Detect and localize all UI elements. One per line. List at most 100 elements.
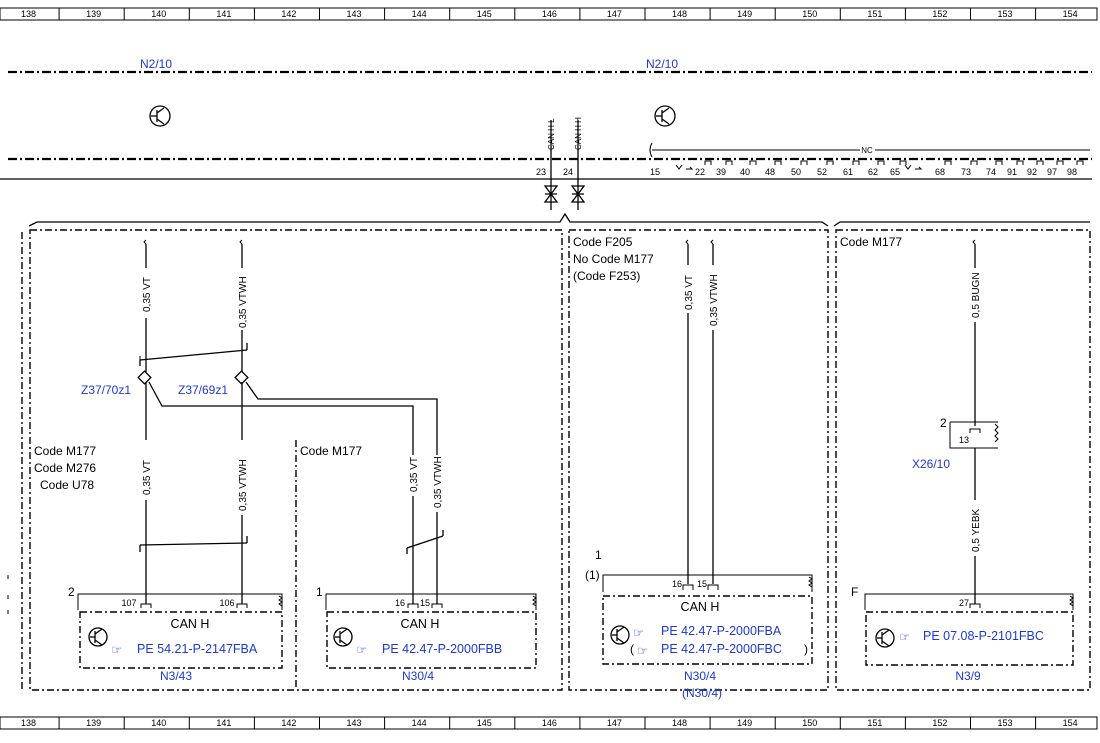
splice-icon — [137, 370, 152, 385]
ruler-label: 154 — [1063, 9, 1078, 19]
connector-number: 1 — [316, 585, 323, 599]
pin-23: 23 — [536, 167, 546, 177]
ruler-label: 138 — [21, 9, 36, 19]
connector-number: 2 — [68, 585, 75, 599]
ruler-label: 142 — [281, 718, 296, 728]
wire-label: 0,35 VT — [684, 275, 695, 310]
section-3-box — [568, 229, 829, 691]
ref-link-pe-07-08[interactable]: PE 07.08-P-2101FBC — [923, 629, 1044, 643]
ruler-label: 141 — [216, 9, 231, 19]
paren-close: ) — [804, 642, 808, 656]
nc-pin-number: 92 — [1027, 167, 1037, 177]
code-text: Code M177 — [34, 444, 96, 458]
nc-pin-number: 65 — [890, 167, 900, 177]
connector-number: 2 — [940, 416, 947, 430]
pin-27: 27 — [959, 598, 969, 608]
code-text: Code F205 — [573, 235, 633, 249]
section-4-box — [835, 229, 1091, 691]
wire-label: 0,35 VT — [409, 457, 420, 492]
nc-pin-number: 73 — [961, 167, 971, 177]
connector-label-x26-10: X26/10 — [912, 457, 950, 471]
wire-label: 0,5 BUGN — [971, 272, 982, 318]
nc-pin-number: 50 — [791, 167, 801, 177]
code-text: No Code M177 — [573, 252, 654, 266]
ruler-label: 152 — [932, 9, 947, 19]
nc-pin-number: 91 — [1007, 167, 1017, 177]
nc-pin-number: 68 — [935, 167, 945, 177]
connector-number: 1 — [595, 548, 602, 562]
can-label: CAN H — [171, 617, 210, 631]
ruler-label: 151 — [867, 9, 882, 19]
ruler-label: 153 — [998, 9, 1013, 19]
ruler-label: 147 — [607, 718, 622, 728]
ruler-label: 148 — [672, 718, 687, 728]
component-label-n3-43: N3/43 — [160, 669, 192, 683]
ruler-label: 153 — [998, 718, 1013, 728]
nc-label: NC — [861, 146, 873, 155]
ruler-label: 143 — [347, 9, 362, 19]
nc-pin-number: 62 — [868, 167, 878, 177]
ruler-label: 146 — [542, 718, 557, 728]
component-box-n30-4 — [602, 595, 813, 665]
section-3: Code F205 No Code M177 (Code F253) 0,35 … — [573, 235, 813, 700]
splice-label-z37-70z1: Z37/70z1 — [81, 383, 131, 397]
can-label: CAN H — [401, 617, 440, 631]
ref-link-pe-42-47-fba[interactable]: PE 42.47-P-2000FBA — [661, 624, 782, 638]
ruler-label: 143 — [347, 718, 362, 728]
ruler-label: 141 — [216, 718, 231, 728]
wire-label: 0,35 VT — [142, 277, 153, 312]
pin-15: 15 — [697, 579, 707, 589]
paren-open: ( — [630, 642, 634, 656]
ruler-label: 151 — [867, 718, 882, 728]
component-label-n30-4: N30/4 — [402, 669, 434, 683]
component-box-n3-43 — [79, 611, 283, 669]
ruler-label: 138 — [21, 718, 36, 728]
module-label-n2-10-left: N2/10 — [140, 57, 172, 71]
nc-pin-number: 74 — [986, 167, 996, 177]
ruler-label: 139 — [86, 718, 101, 728]
control-unit-icon — [875, 628, 895, 648]
ruler-label: 146 — [542, 9, 557, 19]
ruler-label: 140 — [151, 9, 166, 19]
control-unit-icon — [149, 105, 171, 127]
nc-pin-number: 22 — [695, 167, 705, 177]
code-text: (Code F253) — [573, 269, 640, 283]
pointing-hand-icon: ☞ — [899, 630, 910, 644]
nc-pin-number: 40 — [740, 167, 750, 177]
ref-link-pe-42-47-fbc[interactable]: PE 42.47-P-2000FBC — [661, 642, 782, 656]
ruler-label: 142 — [281, 9, 296, 19]
ref-link-pe-54-21[interactable]: PE 54.21-P-2147FBA — [137, 642, 258, 656]
pin-24: 24 — [563, 167, 573, 177]
ruler-label: 144 — [412, 9, 427, 19]
code-text: Code U78 — [40, 478, 94, 492]
code-text: Code M276 — [34, 461, 96, 475]
ruler-label: 154 — [1063, 718, 1078, 728]
code-text: Code M177 — [300, 444, 362, 458]
can-label: CAN H — [681, 600, 720, 614]
wire-label: 0,5 YEBK — [971, 508, 982, 552]
control-unit-icon — [88, 627, 108, 647]
component-box-n30-4 — [326, 611, 537, 669]
ruler-label: 150 — [802, 718, 817, 728]
ruler-label: 140 — [151, 718, 166, 728]
splice-label-z37-69z1: Z37/69z1 — [178, 383, 228, 397]
splice-icon — [234, 370, 249, 385]
pin-13: 13 — [959, 435, 969, 445]
pin-16: 16 — [672, 579, 682, 589]
pin-15: 15 — [420, 598, 430, 608]
nc-pin-number: 98 — [1067, 167, 1077, 177]
ref-link-pe-42-47-fbb[interactable]: PE 42.47-P-2000FBB — [382, 642, 502, 656]
component-label-n30-4: N30/4 — [684, 669, 716, 683]
pointing-hand-icon: ☞ — [356, 643, 367, 657]
ruler-label: 139 — [86, 9, 101, 19]
ruler-label: 149 — [737, 9, 752, 19]
nc-pin-number: 61 — [843, 167, 853, 177]
ruler-label: 145 — [477, 9, 492, 19]
ruler-label: 150 — [802, 9, 817, 19]
pointing-hand-icon: ☞ — [111, 643, 122, 657]
connector-number-alt: (1) — [585, 568, 600, 582]
nc-pin-number: 15 — [650, 167, 660, 177]
